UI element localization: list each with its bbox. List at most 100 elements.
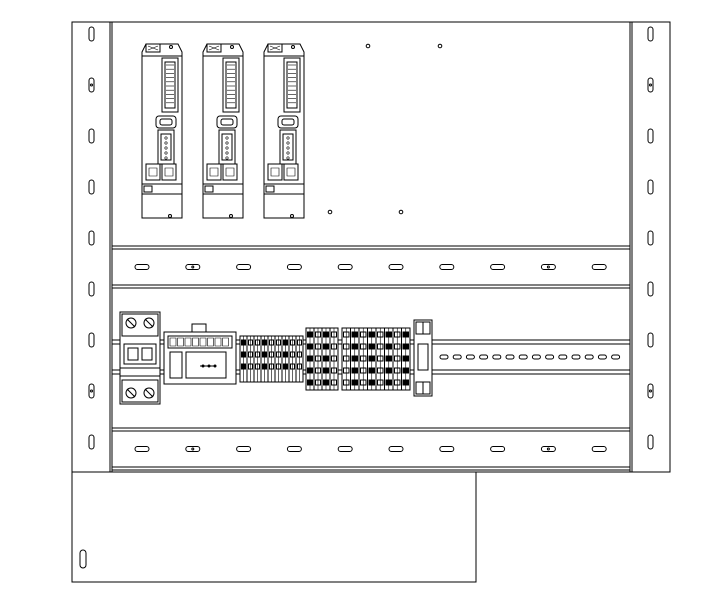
end-clamp bbox=[414, 320, 432, 396]
psu-terminal bbox=[185, 338, 191, 346]
servo-drive bbox=[203, 44, 243, 218]
terminal-block bbox=[359, 328, 368, 390]
psu-terminal bbox=[170, 338, 176, 346]
upper-slot-strip bbox=[112, 246, 630, 288]
rail-slot bbox=[506, 355, 514, 359]
panel-slot bbox=[287, 447, 301, 452]
panel-slot bbox=[541, 265, 555, 270]
left-slot bbox=[89, 27, 94, 41]
rail-slot bbox=[466, 355, 474, 359]
psu-terminal bbox=[200, 338, 206, 346]
terminal-block bbox=[322, 328, 330, 390]
right-slot bbox=[648, 384, 653, 398]
drive-connector bbox=[284, 58, 300, 112]
lower-slot-strip bbox=[112, 428, 630, 470]
right-slot bbox=[648, 27, 653, 41]
right-slot bbox=[648, 333, 653, 347]
right-slot bbox=[648, 78, 653, 92]
terminal-block bbox=[306, 328, 314, 390]
terminal-block bbox=[275, 336, 282, 382]
terminal-block bbox=[268, 336, 275, 382]
rail-slot bbox=[453, 355, 461, 359]
drive-rj45 bbox=[223, 164, 237, 180]
lower-sub-panel bbox=[72, 472, 476, 582]
drive-rj45 bbox=[162, 164, 176, 180]
panel-slot bbox=[440, 447, 454, 452]
panel-slot bbox=[389, 265, 403, 270]
rail-slot bbox=[598, 355, 606, 359]
panel-slot bbox=[491, 265, 505, 270]
servo-drive bbox=[142, 44, 182, 218]
right-slot bbox=[648, 435, 653, 449]
rail-slot bbox=[585, 355, 593, 359]
panel-slot bbox=[135, 265, 149, 270]
terminal-block bbox=[282, 336, 289, 382]
left-slot bbox=[89, 129, 94, 143]
rail-slot bbox=[480, 355, 488, 359]
terminal-block bbox=[393, 328, 402, 390]
left-slot bbox=[89, 231, 94, 245]
terminal-block bbox=[254, 336, 261, 382]
drive-connector bbox=[162, 58, 178, 112]
panel-slot bbox=[186, 265, 200, 270]
terminal-block bbox=[261, 336, 268, 382]
right-slot bbox=[648, 282, 653, 296]
right-slot-column bbox=[648, 27, 653, 449]
psu-terminal bbox=[193, 338, 199, 346]
psu-terminal bbox=[215, 338, 221, 346]
right-slot bbox=[648, 231, 653, 245]
panel-slot bbox=[541, 447, 555, 452]
panel-slot bbox=[237, 265, 251, 270]
panel-slot bbox=[135, 447, 149, 452]
panel-slot bbox=[338, 447, 352, 452]
mounting-holes bbox=[328, 44, 442, 214]
panel-slot bbox=[237, 447, 251, 452]
psu-terminal bbox=[208, 338, 214, 346]
rail-slot bbox=[559, 355, 567, 359]
terminal-block bbox=[296, 336, 303, 382]
panel-slot bbox=[186, 447, 200, 452]
drive-rj45 bbox=[207, 164, 221, 180]
rail-slot bbox=[572, 355, 580, 359]
drive-port bbox=[278, 116, 298, 128]
panel-slot bbox=[389, 447, 403, 452]
drive-port bbox=[217, 116, 237, 128]
left-slot bbox=[89, 384, 94, 398]
drive-connector bbox=[223, 58, 239, 112]
drive-rj45 bbox=[146, 164, 160, 180]
rail-slot bbox=[440, 355, 448, 359]
panel-slot bbox=[491, 447, 505, 452]
terminal-block bbox=[289, 336, 296, 382]
left-slot bbox=[89, 282, 94, 296]
panel-slot bbox=[592, 447, 606, 452]
rail-slot bbox=[546, 355, 554, 359]
terminal-block bbox=[240, 336, 247, 382]
rail-slot bbox=[612, 355, 620, 359]
rail-slot bbox=[519, 355, 527, 359]
right-slot bbox=[648, 129, 653, 143]
panel-slot bbox=[338, 265, 352, 270]
left-slot bbox=[89, 78, 94, 92]
terminal-block-strip bbox=[240, 328, 410, 390]
left-slot-column bbox=[89, 27, 94, 449]
left-slot bbox=[89, 435, 94, 449]
drive-rj45 bbox=[268, 164, 282, 180]
left-slot bbox=[89, 180, 94, 194]
servo-drive bbox=[264, 44, 304, 218]
servo-drive-group bbox=[142, 44, 304, 218]
terminal-block bbox=[330, 328, 338, 390]
terminal-block bbox=[402, 328, 411, 390]
terminal-block bbox=[376, 328, 385, 390]
terminal-block bbox=[351, 328, 360, 390]
rail-slot bbox=[493, 355, 501, 359]
panel-slot bbox=[592, 265, 606, 270]
terminal-block bbox=[314, 328, 322, 390]
drive-port bbox=[156, 116, 176, 128]
terminal-block bbox=[247, 336, 254, 382]
terminal-block bbox=[342, 328, 351, 390]
drive-rj45 bbox=[284, 164, 298, 180]
psu-terminal bbox=[178, 338, 184, 346]
rail-slot bbox=[532, 355, 540, 359]
panel-slot bbox=[287, 265, 301, 270]
